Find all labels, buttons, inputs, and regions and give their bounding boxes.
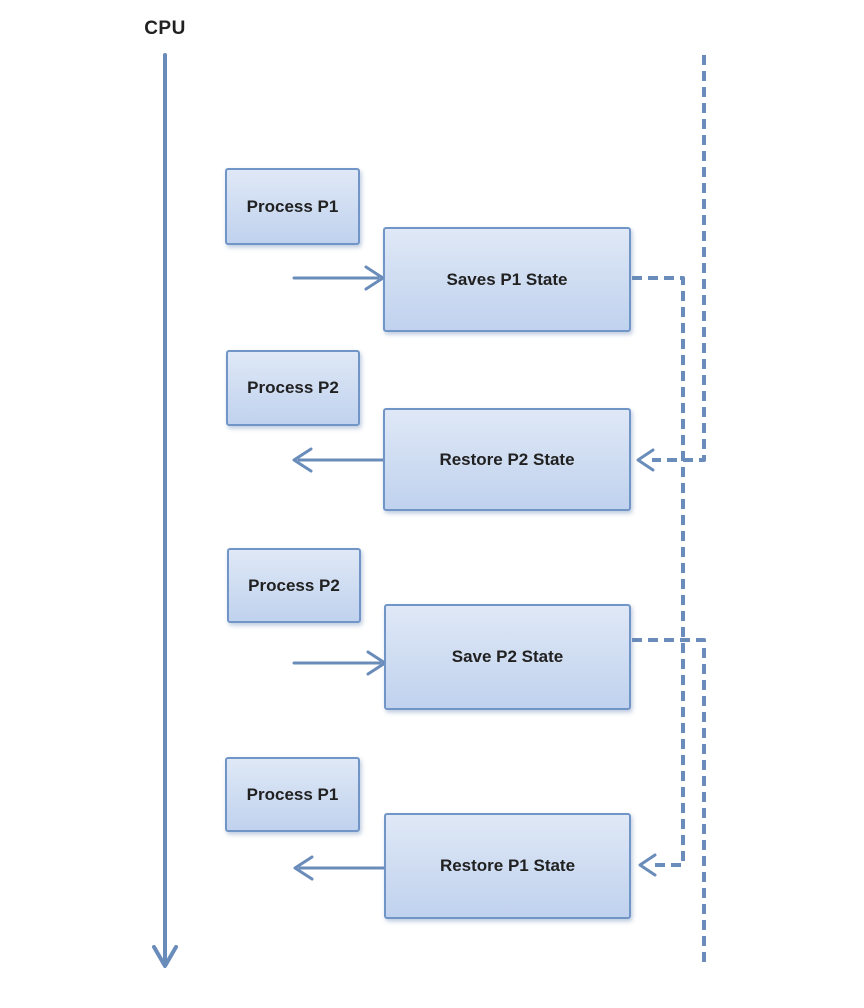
- node-restore-p2-state: Restore P2 State: [383, 408, 631, 511]
- arrowhead-out-of-restore-p1: [293, 855, 314, 881]
- node-process-p1-first: Process P1: [225, 168, 360, 245]
- cpu-timeline-arrowhead: [152, 945, 178, 968]
- connector-save-p2-to-bottom: [632, 638, 706, 967]
- node-save-p2-state: Save P2 State: [384, 604, 631, 710]
- node-process-p1-second: Process P1: [225, 757, 360, 832]
- dashed-timeline-into-restore-p2: [652, 55, 706, 462]
- dashed-arrowhead-restore-p2: [636, 448, 655, 472]
- node-process-p2-second: Process P2: [227, 548, 361, 623]
- connector-saves-p1-to-restore-p1: [632, 276, 685, 867]
- node-saves-p1-state: Saves P1 State: [383, 227, 631, 332]
- arrowhead-out-of-restore-p2: [292, 447, 313, 473]
- cpu-label: CPU: [144, 18, 186, 39]
- node-restore-p1-state: Restore P1 State: [384, 813, 631, 919]
- node-process-p2-first: Process P2: [226, 350, 360, 426]
- dashed-arrowhead-restore-p1: [638, 853, 657, 877]
